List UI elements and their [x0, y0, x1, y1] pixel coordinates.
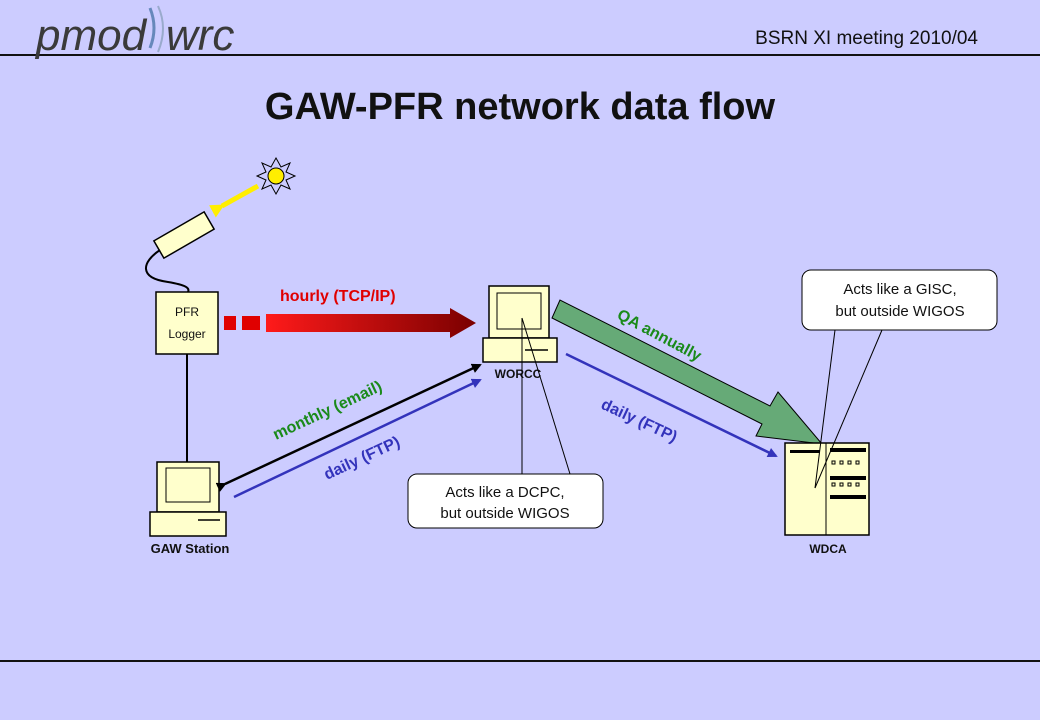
gaw-station-label: GAW Station — [151, 541, 230, 556]
logo-text-right: wrc — [166, 11, 234, 60]
gisc-callout-line2: but outside WIGOS — [835, 303, 964, 320]
sunlight-arrow — [208, 183, 260, 218]
pfr-logger-label-1: PFR — [175, 305, 199, 319]
pfr-logger-label-2: Logger — [168, 327, 205, 341]
daily-ftp-arrow-station — [233, 378, 482, 499]
dcpc-callout: Acts like a DCPC, but outside WIGOS — [407, 317, 604, 529]
daily-ftp-arrow-wdca — [565, 352, 778, 458]
sun-icon — [255, 156, 297, 196]
wdca-label: WDCA — [809, 542, 847, 556]
worcc-label: WORCC — [495, 367, 542, 381]
header-rule — [0, 54, 1040, 56]
dcpc-callout-line1: Acts like a DCPC, — [445, 484, 564, 501]
qa-annually-arrow — [551, 299, 824, 445]
computer-icon — [482, 285, 558, 363]
monthly-email-arrow — [215, 363, 482, 492]
server-icon — [784, 442, 870, 536]
dcpc-callout-line2: but outside WIGOS — [440, 505, 569, 522]
pmod-wrc-logo: pmod wrc — [34, 5, 234, 60]
page-title: GAW-PFR network data flow — [264, 86, 776, 128]
pfr-logger: PFR Logger — [155, 291, 219, 355]
footer-rule — [0, 660, 1040, 662]
logo-text-left: pmod — [34, 11, 148, 60]
hourly-tcp-arrow — [224, 308, 476, 338]
gisc-callout-line1: Acts like a GISC, — [843, 281, 956, 298]
pyrheliometer-icon — [152, 210, 216, 260]
computer-icon — [149, 461, 227, 537]
meeting-label: BSRN XI meeting 2010/04 — [755, 28, 978, 49]
daily-ftp-label-station: daily (FTP) — [322, 434, 403, 484]
instrument-cable — [145, 249, 190, 293]
gisc-callout: Acts like a GISC, but outside WIGOS — [801, 269, 998, 489]
hourly-label: hourly (TCP/IP) — [280, 288, 396, 305]
